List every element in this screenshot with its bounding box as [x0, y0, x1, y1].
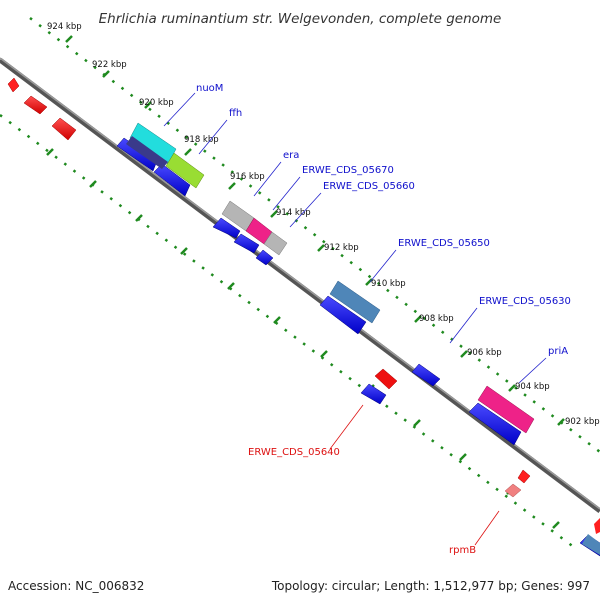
map-title: Ehrlichia ruminantium str. Welgevonden, …	[99, 11, 502, 27]
cog-bar-edge[interactable]	[582, 534, 600, 555]
reverse-strand-features	[7, 77, 600, 534]
gene-label-ERWE_CDS_05660[interactable]: ERWE_CDS_05660	[323, 181, 415, 192]
ERWE_CDS_05660-cds[interactable]	[255, 249, 274, 266]
tick-label-918: 918 kbp	[184, 135, 219, 145]
tick-label-912: 912 kbp	[324, 243, 359, 253]
reverse-cds-feature[interactable]	[374, 368, 398, 390]
ERWE_CDS_05650-cds[interactable]	[319, 295, 367, 335]
gene-label-nuoM[interactable]: nuoM	[196, 83, 223, 94]
ERWE_CDS_05640-cds[interactable]	[360, 383, 387, 405]
tick-label-916: 916 kbp	[230, 172, 265, 182]
era-cds[interactable]	[212, 217, 241, 239]
ERWE_CDS_05650-cog-bar[interactable]	[329, 280, 381, 324]
tick-label-924: 924 kbp	[47, 22, 82, 32]
priA-cds[interactable]	[468, 402, 522, 446]
tick-marks-inner	[46, 148, 560, 529]
tick-label-902: 902 kbp	[565, 417, 600, 427]
gene-label-ERWE_CDS_05630[interactable]: ERWE_CDS_05630	[479, 296, 571, 307]
tick-label-904: 904 kbp	[515, 382, 550, 392]
tick-label-922: 922 kbp	[92, 60, 127, 70]
rpmB-cog-feature[interactable]	[504, 483, 522, 498]
ERWE_CDS_05660-cog-bar[interactable]	[263, 231, 288, 256]
tick-label-920: 920 kbp	[139, 98, 174, 108]
genome-summary-text: Topology: circular; Length: 1,512,977 bp…	[271, 579, 590, 593]
ERWE_CDS_05630-cds[interactable]	[411, 363, 441, 387]
gene-label-ERWE_CDS_05670[interactable]: ERWE_CDS_05670	[302, 165, 394, 176]
gene-labels: nuoM ffh era ERWE_CDS_05670 ERWE_CDS_056…	[196, 83, 571, 556]
tick-label-910: 910 kbp	[371, 279, 406, 289]
reverse-cds-feature[interactable]	[51, 117, 77, 141]
gene-label-priA[interactable]: priA	[548, 346, 568, 357]
tick-labels: 924 kbp 922 kbp 920 kbp 918 kbp 916 kbp …	[47, 22, 600, 427]
tick-label-908: 908 kbp	[419, 314, 454, 324]
genome-backbone	[0, 58, 600, 513]
tick-marks-outer	[65, 35, 565, 426]
tick-ring-outer	[29, 17, 600, 453]
gene-label-rpmB[interactable]: rpmB	[449, 545, 476, 556]
gene-label-ffh[interactable]: ffh	[229, 108, 242, 119]
ffh-cog-bar[interactable]	[165, 152, 205, 189]
nuoM-cog-dark-bar[interactable]	[126, 136, 168, 169]
tick-label-906: 906 kbp	[467, 348, 502, 358]
reverse-cds-feature[interactable]	[594, 518, 600, 534]
tick-label-914: 914 kbp	[276, 208, 311, 218]
gene-leader-lines	[163, 92, 547, 546]
cog-features	[126, 122, 600, 555]
priA-cog-bar[interactable]	[477, 385, 535, 434]
accession-text: Accession: NC_006832	[8, 579, 145, 593]
reverse-cds-feature[interactable]	[517, 469, 531, 484]
reverse-cds-feature[interactable]	[23, 95, 48, 115]
reverse-cds-feature[interactable]	[7, 77, 20, 93]
gene-label-ERWE_CDS_05640[interactable]: ERWE_CDS_05640	[248, 447, 340, 458]
gene-label-ERWE_CDS_05650[interactable]: ERWE_CDS_05650	[398, 238, 490, 249]
gene-label-era[interactable]: era	[283, 150, 299, 161]
tick-ring-inner	[0, 114, 576, 549]
ERWE_CDS_05670-cds[interactable]	[233, 233, 260, 254]
forward-strand-features	[116, 137, 600, 557]
